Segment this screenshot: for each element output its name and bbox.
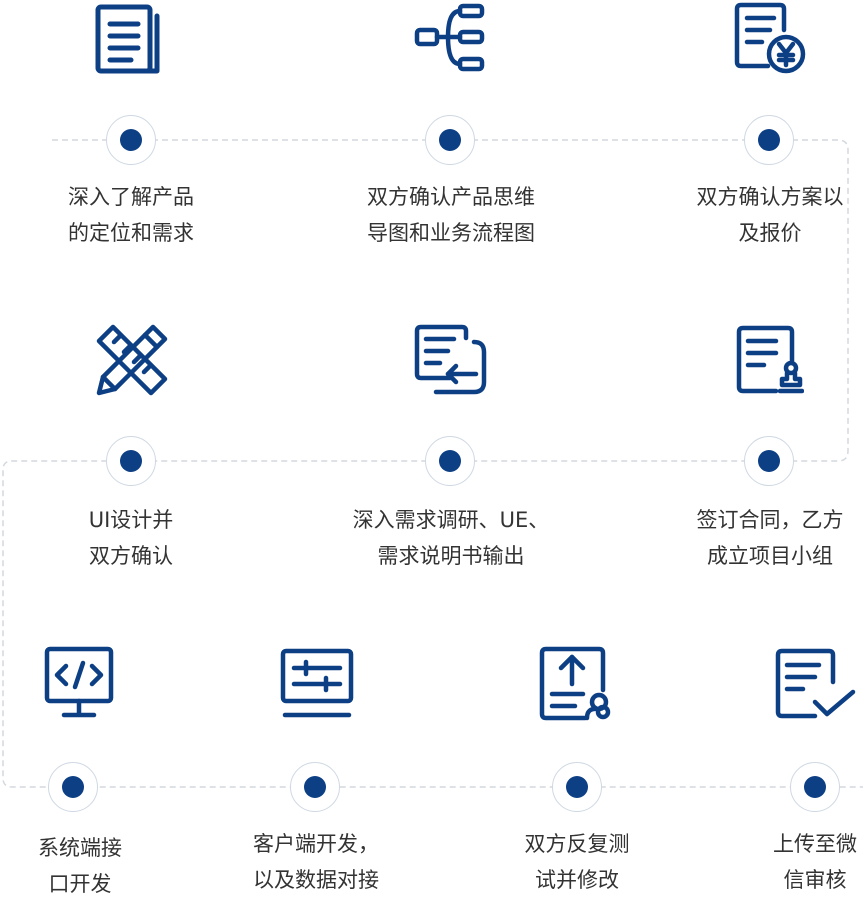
step-label: 双方确认产品思维 导图和业务流程图 — [351, 179, 551, 251]
step-node — [790, 762, 840, 812]
step-label: 系统端接 口开发 — [0, 830, 180, 902]
pencil-ruler-icon — [95, 323, 169, 397]
step-label-line: 以及数据对接 — [253, 868, 379, 892]
step-label: 双方确认方案以 及报价 — [670, 179, 863, 251]
step-label-line: 双方确认 — [89, 544, 173, 568]
step-label-line: 及报价 — [738, 221, 802, 245]
step-node — [552, 762, 602, 812]
step-label-line: 上传至微 — [773, 832, 857, 856]
step-label-line: 信审核 — [783, 868, 847, 892]
document-check-icon — [775, 648, 859, 722]
step-label-line: 的定位和需求 — [68, 221, 194, 245]
upload-review-icon — [539, 646, 615, 722]
step-label: 深入需求调研、UE、 需求说明书输出 — [351, 502, 551, 574]
step-label-line: 试并修改 — [535, 868, 619, 892]
step-label-line: 口开发 — [48, 872, 112, 896]
code-monitor-icon — [44, 646, 114, 720]
mind-map-icon — [414, 2, 486, 76]
step-label-line: 双方反复测 — [524, 832, 630, 856]
step-label-line: 双方确认产品思维 — [367, 185, 535, 209]
step-label: 客户端开发， 以及数据对接 — [216, 826, 416, 898]
step-label-line: UI设计并 — [88, 508, 174, 532]
step-label-line: 成立项目小组 — [707, 544, 833, 568]
step-label: 深入了解产品 的定位和需求 — [31, 179, 231, 251]
step-label: 上传至微 信审核 — [715, 826, 863, 898]
step-node — [290, 762, 340, 812]
step-label: 双方反复测 试并修改 — [477, 826, 677, 898]
step-label: UI设计并 双方确认 — [31, 502, 231, 574]
document-return-icon — [414, 324, 488, 396]
step-label-line: 需求说明书输出 — [377, 544, 525, 568]
quotation-icon — [734, 2, 808, 76]
step-node — [106, 115, 156, 165]
step-label-line: 导图和业务流程图 — [367, 221, 535, 245]
contract-stamp-icon — [736, 325, 804, 395]
step-node — [425, 436, 475, 486]
step-label-line: 深入了解产品 — [68, 185, 194, 209]
step-node — [48, 762, 98, 812]
step-node — [744, 436, 794, 486]
step-label-line: 深入需求调研、UE、 — [352, 508, 550, 532]
document-icon — [95, 4, 167, 76]
step-label-line: 签订合同，乙方 — [696, 508, 844, 532]
step-label-line: 系统端接 — [38, 836, 122, 860]
settings-sliders-icon — [280, 648, 354, 720]
step-label: 签订合同，乙方 成立项目小组 — [670, 502, 863, 574]
step-node — [744, 115, 794, 165]
step-node — [425, 115, 475, 165]
step-label-line: 客户端开发， — [253, 832, 379, 856]
step-label-line: 双方确认方案以 — [696, 185, 844, 209]
step-node — [106, 436, 156, 486]
